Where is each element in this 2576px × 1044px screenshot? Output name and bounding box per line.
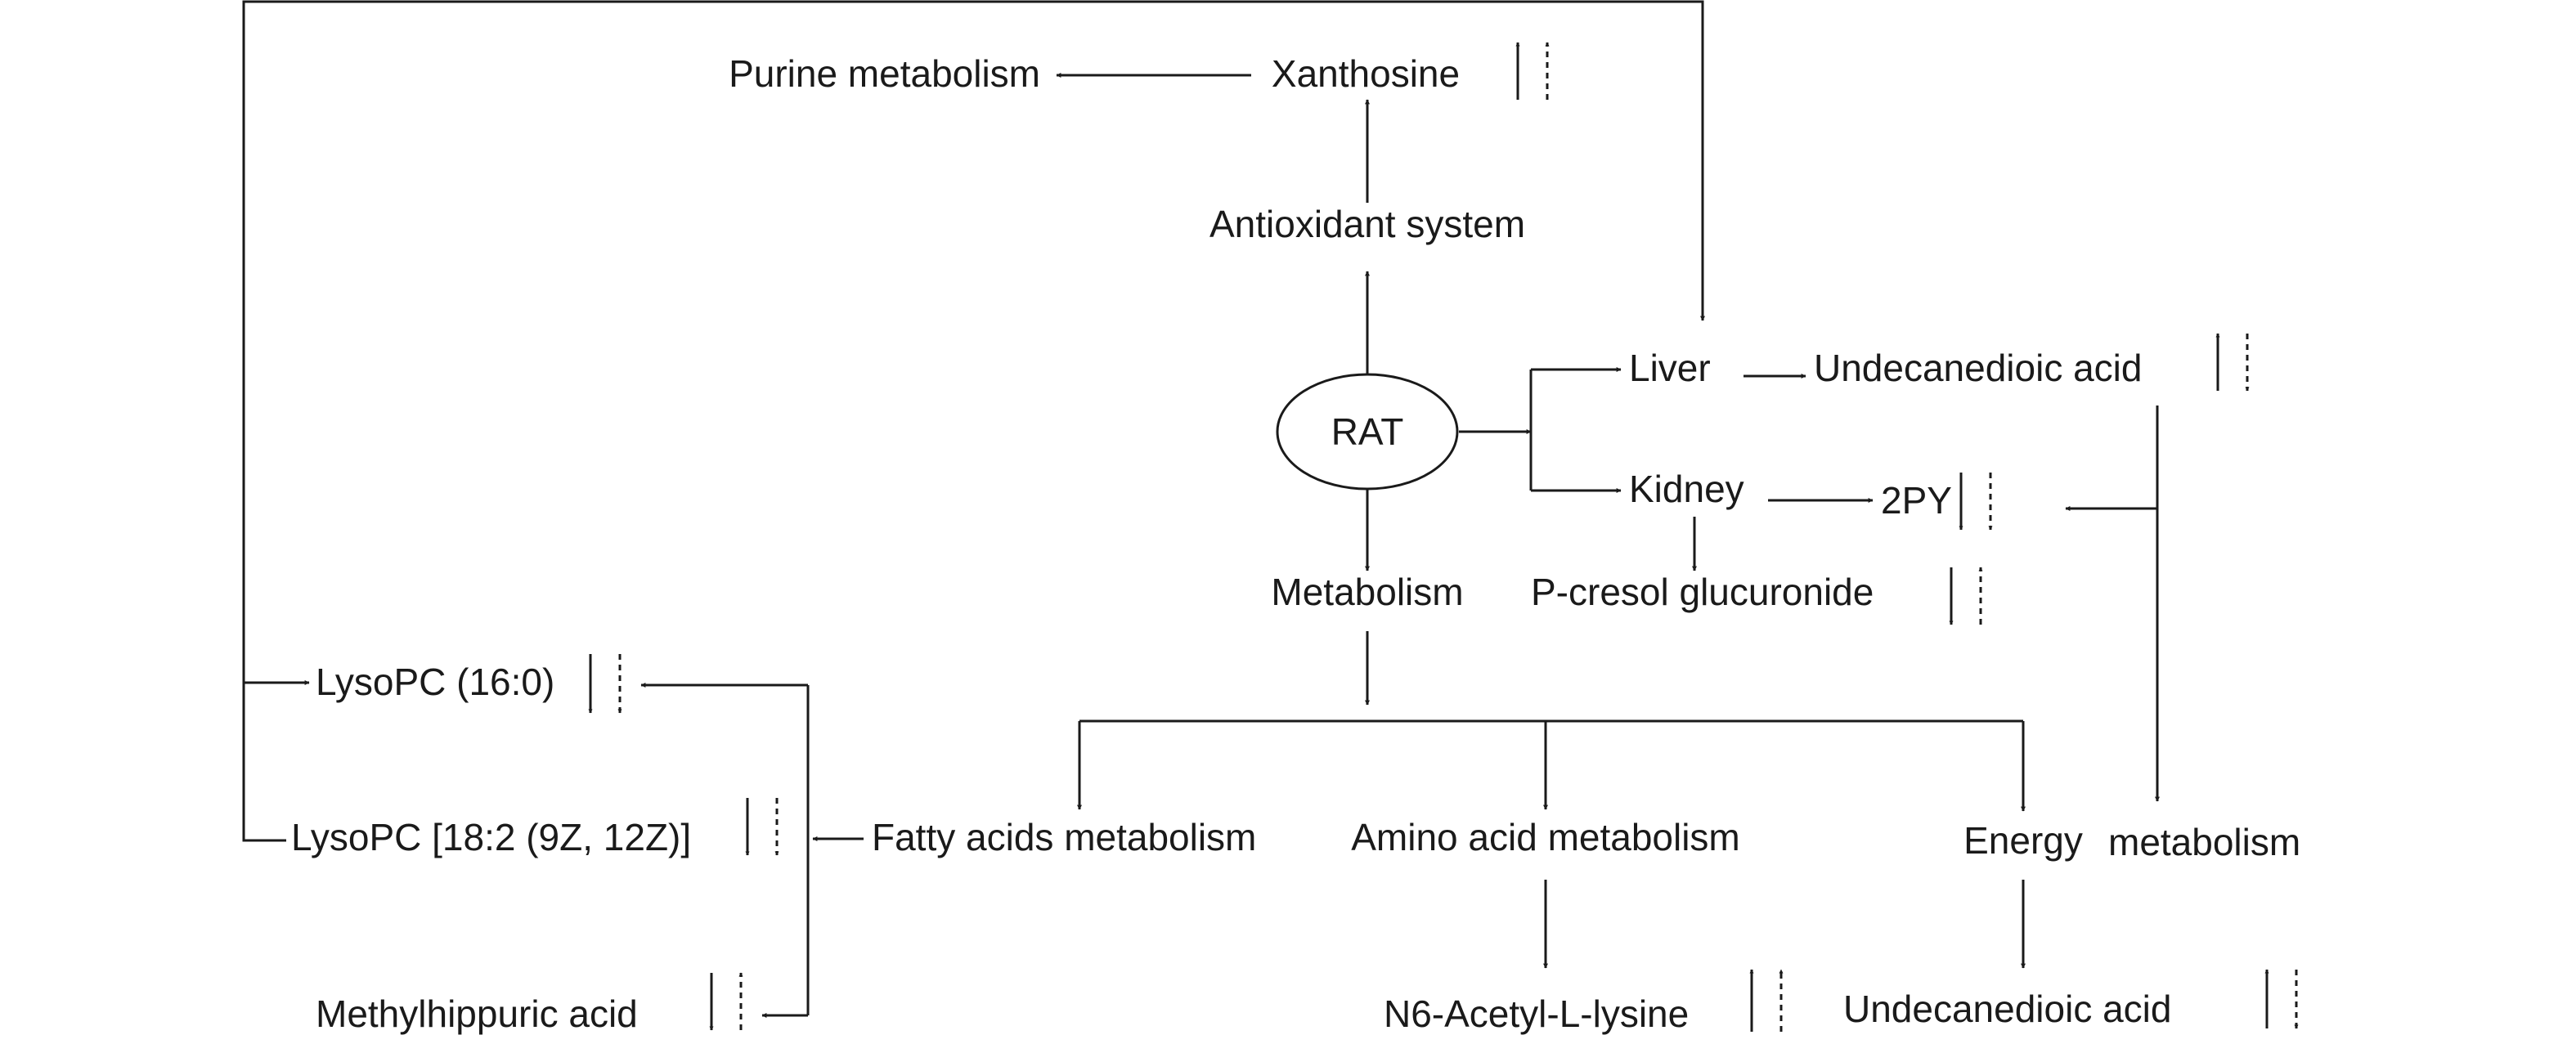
p-cresol-glucuronide-label: P-cresol glucuronide	[1531, 571, 1874, 613]
liver-label: Liver	[1629, 347, 1711, 389]
antioxidant-system-label: Antioxidant system	[1209, 203, 1525, 245]
trend-indicators	[588, 42, 2299, 1032]
loop-lysopc-to-liver	[242, 0, 1705, 842]
methylhippuric-acid-label: Methylhippuric acid	[316, 992, 638, 1035]
node-labels: RAT Antioxidant system Xanthosine Purine…	[291, 52, 2300, 1035]
rat-label: RAT	[1331, 410, 1404, 453]
energy-label: Energy	[1963, 819, 2083, 862]
two-py-label: 2PY	[1881, 479, 1952, 522]
amino-acid-metabolism-label: Amino acid metabolism	[1351, 816, 1740, 858]
xanthosine-label: Xanthosine	[1272, 52, 1460, 95]
rat-node-ellipse	[1276, 373, 1459, 491]
fatty-acids-metabolism-label: Fatty acids metabolism	[872, 816, 1256, 858]
purine-metabolism-label: Purine metabolism	[729, 52, 1040, 95]
kidney-label: Kidney	[1629, 468, 1744, 510]
n6-acetyl-l-lysine-label: N6-Acetyl-L-lysine	[1384, 992, 1689, 1035]
undecanedioic-acid-top-label: Undecanedioic acid	[1814, 347, 2143, 389]
metabolism-label: Metabolism	[1271, 571, 1463, 613]
lysopc-16-label: LysoPC (16:0)	[316, 661, 554, 703]
connectors	[242, 0, 2160, 1018]
undecanedioic-acid-bottom-label: Undecanedioic acid	[1843, 988, 2172, 1030]
lysopc-18-label: LysoPC [18:2 (9Z, 12Z)]	[291, 816, 691, 858]
energy-metabolism-label: metabolism	[2108, 821, 2300, 863]
